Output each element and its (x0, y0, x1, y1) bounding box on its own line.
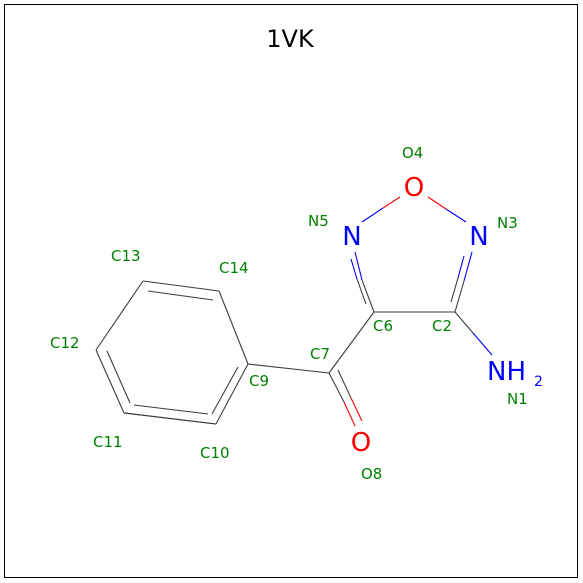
bond-n3-c2-a (454, 280, 465, 313)
atom-label-c14: C14 (219, 259, 249, 277)
bond-c6-n5-a-blue (354, 251, 363, 281)
bond-o4-n3-blue (445, 208, 467, 223)
bond-c9-c7 (247, 363, 330, 374)
bond-n5-o4-red (382, 196, 401, 209)
atom-label-n3: N3 (497, 214, 518, 232)
bond-c13-c14-inner (147, 290, 214, 301)
atom-label-o8: O8 (361, 465, 382, 483)
bond-c2-n1-blue (472, 332, 493, 356)
element-n1: NH (487, 357, 526, 387)
bond-c6-n5-b-blue (350, 258, 358, 280)
molecule-title: 1VK (266, 25, 315, 53)
bond-o4-n3-red (427, 196, 447, 210)
bond-c12-c13 (95, 280, 144, 351)
bonds (95, 196, 493, 427)
bond-c7-o8-a-red (343, 401, 356, 427)
atom-label-c12: C12 (50, 334, 80, 352)
element-n1-subscript: 2 (534, 374, 543, 390)
atom-label-c7: C7 (310, 345, 330, 363)
atom-label-o4: O4 (402, 144, 423, 162)
bond-c11-c12 (95, 349, 125, 414)
element-n3: N (469, 222, 488, 252)
bond-c6-n5-a (361, 279, 375, 313)
bond-c6-n5-b (356, 278, 367, 305)
atom-label-c2: C2 (432, 317, 452, 335)
bond-n3-c2-b (450, 277, 459, 303)
bond-c7-o8-a (328, 372, 345, 403)
atom-label-c10: C10 (200, 444, 230, 462)
atom-label-n5: N5 (308, 212, 329, 230)
bond-c13-c14 (142, 280, 220, 292)
atom-label-c6: C6 (373, 317, 393, 335)
element-o4: O (404, 173, 424, 203)
bond-c14-c9 (218, 290, 249, 365)
element-o8: O (351, 428, 371, 458)
molecule-viewer-frame (4, 4, 578, 578)
element-symbols: O N N NH 2 O (342, 173, 543, 458)
atom-label-c13: C13 (111, 247, 141, 265)
bond-c7-c6 (328, 311, 375, 374)
atom-labels: O4 N5 N3 C6 C2 N1 C7 O8 C9 C10 C11 C12 C… (50, 144, 528, 483)
bond-c7-o8-b-red (350, 397, 363, 422)
bond-c7-o8-b (337, 369, 352, 399)
atom-label-c11: C11 (93, 433, 123, 451)
bond-n3-c2-b-blue (457, 255, 465, 279)
element-n5: N (342, 222, 361, 252)
bond-c11-c12-inner (106, 350, 131, 404)
atom-label-n1: N1 (507, 390, 528, 408)
bond-c9-c10-shaded (123, 412, 217, 425)
bond-n5-o4-blue (361, 207, 384, 223)
bond-c2-n1 (454, 311, 474, 334)
bond-c9-c10-inner (211, 366, 239, 415)
bond-c10-c11-inner (133, 404, 209, 415)
bond-n3-c2-a-blue (463, 251, 473, 282)
atom-label-c9: C9 (249, 372, 269, 390)
bond-c9-c10 (215, 363, 249, 425)
